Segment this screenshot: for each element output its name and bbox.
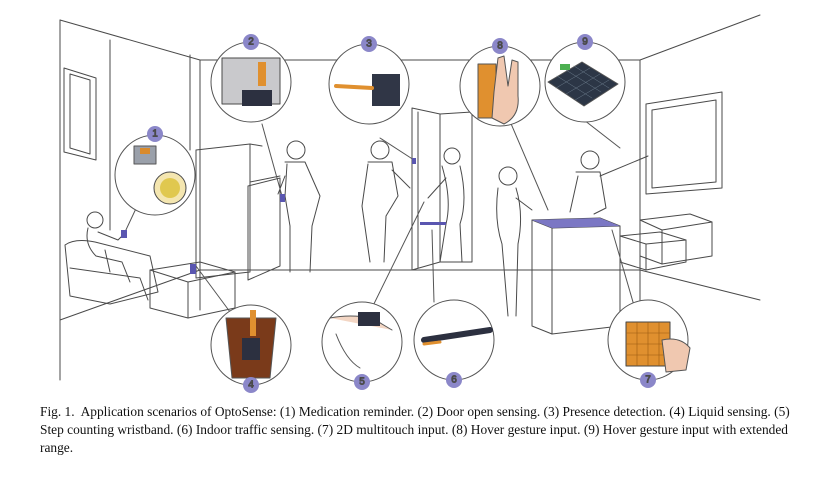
marker-4: 4 <box>243 377 259 393</box>
marker-6-label: 6 <box>451 375 457 386</box>
scene-sensors <box>121 158 620 274</box>
door <box>411 107 473 271</box>
window-left <box>63 67 97 161</box>
application-scenarios-illustration: 1 2 3 4 5 6 7 8 9 <box>59 14 761 393</box>
marker-7-label: 7 <box>645 375 651 386</box>
sofa <box>64 240 159 305</box>
person-at-fridge <box>277 140 321 273</box>
coffee-table <box>149 261 236 319</box>
marker-9-label: 9 <box>582 37 588 48</box>
marker-3-label: 3 <box>366 39 372 50</box>
person-at-door <box>427 147 465 263</box>
person-pointing <box>569 150 649 215</box>
sitting-person <box>86 211 131 283</box>
marker-8: 8 <box>492 38 508 54</box>
person-center <box>361 140 411 263</box>
marker-4-label: 4 <box>248 380 254 391</box>
figure-caption: Fig. 1. Application scenarios of OptoSen… <box>40 403 800 457</box>
marker-6: 6 <box>446 372 462 388</box>
drawer-cabinet <box>619 213 713 271</box>
marker-1-label: 1 <box>152 129 158 140</box>
marker-2: 2 <box>243 34 259 50</box>
callout-lines <box>124 111 641 327</box>
marker-1: 1 <box>147 126 163 142</box>
marker-9: 9 <box>577 34 593 50</box>
counter <box>531 217 621 335</box>
marker-3: 3 <box>361 36 377 52</box>
wall-display <box>645 91 723 195</box>
detail-contents <box>133 55 691 379</box>
marker-2-label: 2 <box>248 37 254 48</box>
person-at-counter-left <box>496 166 533 317</box>
marker-5-label: 5 <box>359 377 365 388</box>
figure-label: Fig. 1. <box>40 404 75 419</box>
marker-5: 5 <box>354 374 370 390</box>
marker-8-label: 8 <box>497 41 503 52</box>
caption-text: Application scenarios of OptoSense: (1) … <box>40 404 790 455</box>
marker-7: 7 <box>640 372 656 388</box>
refrigerator <box>195 143 281 281</box>
